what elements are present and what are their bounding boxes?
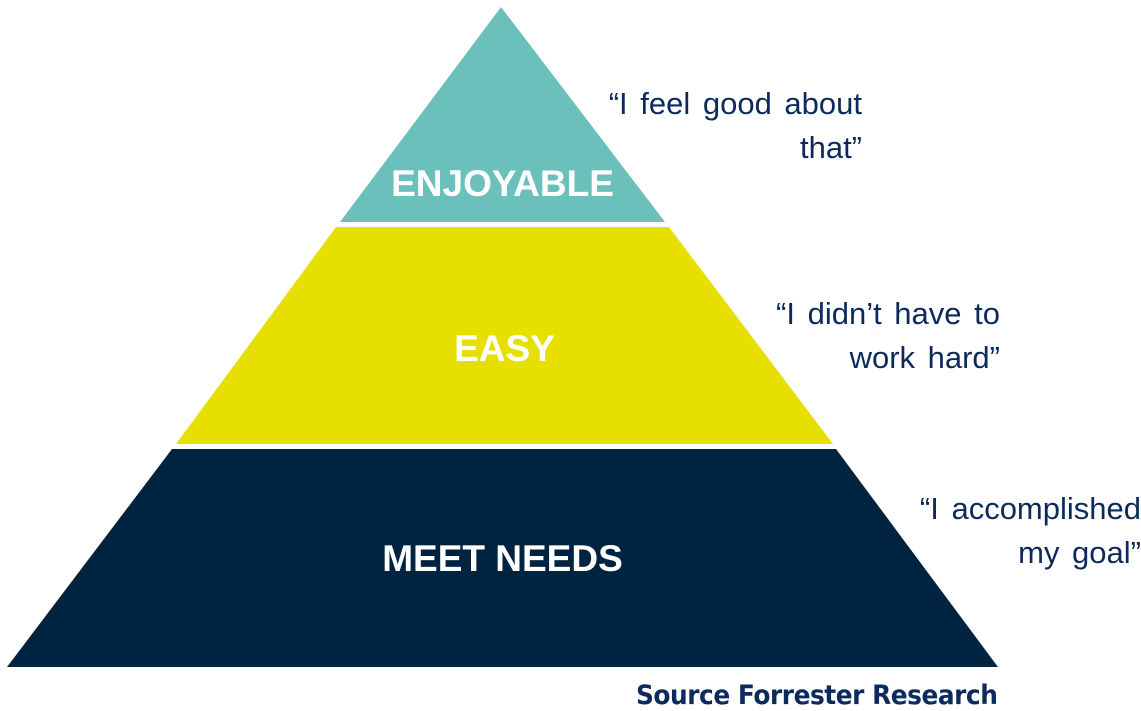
quote-meet-needs: “I accomplished my goal” — [920, 487, 1141, 575]
quote-easy: “I didn’t have to work hard” — [776, 292, 1000, 380]
pyramid-level-meet-needs — [7, 449, 998, 667]
quote-line: my goal” — [1018, 535, 1141, 570]
quote-line: “I feel good about — [608, 86, 862, 121]
level-label-enjoyable: ENJOYABLE — [391, 163, 614, 204]
pyramid-level-enjoyable — [340, 7, 665, 222]
pyramid-level-easy — [176, 227, 833, 444]
quote-line: work hard” — [849, 340, 1000, 375]
source-caption: Source Forrester Research — [636, 680, 998, 711]
quote-enjoyable: “I feel good about that” — [609, 82, 862, 170]
level-label-meet-needs: MEET NEEDS — [382, 538, 623, 579]
level-label-easy: EASY — [454, 328, 555, 369]
quote-line: that” — [799, 130, 862, 165]
quote-line: “I didn’t have to — [776, 296, 1000, 331]
quote-line: “I accomplished — [919, 491, 1141, 526]
